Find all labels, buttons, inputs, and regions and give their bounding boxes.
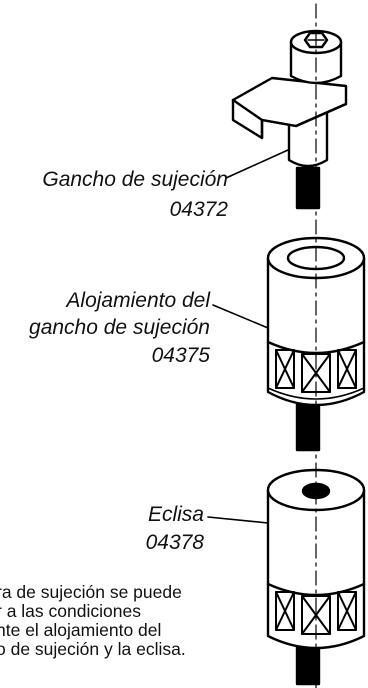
clamping-lever-part [231,29,348,210]
label-gancho-name: Gancho de sujeción [42,168,228,191]
lever-thread [295,166,321,210]
note-line: nte el alojamiento del [0,620,162,640]
note-line: r a las condiciones [0,601,141,621]
label-eclisa-name: Eclisa [147,503,204,526]
label-eclisa-code: 04378 [145,531,204,554]
label-alojamiento-name-2: gancho de sujeción [29,316,210,339]
leader-gancho [225,149,289,179]
note-text: ra de sujeción se puede r a las condicio… [0,583,258,659]
housing-part [266,236,366,452]
label-alojamiento-code: 04375 [151,344,210,367]
label-alojamiento-name-1: Alojamiento del [66,289,210,312]
pad-body [266,488,366,650]
label-gancho-code: 04372 [169,198,228,221]
leader-eclisa [207,516,269,524]
note-line: o de sujeción y la eclisa. [0,639,186,659]
leader-alojamiento [212,304,269,329]
note-line: ra de sujeción se puede [0,583,182,602]
